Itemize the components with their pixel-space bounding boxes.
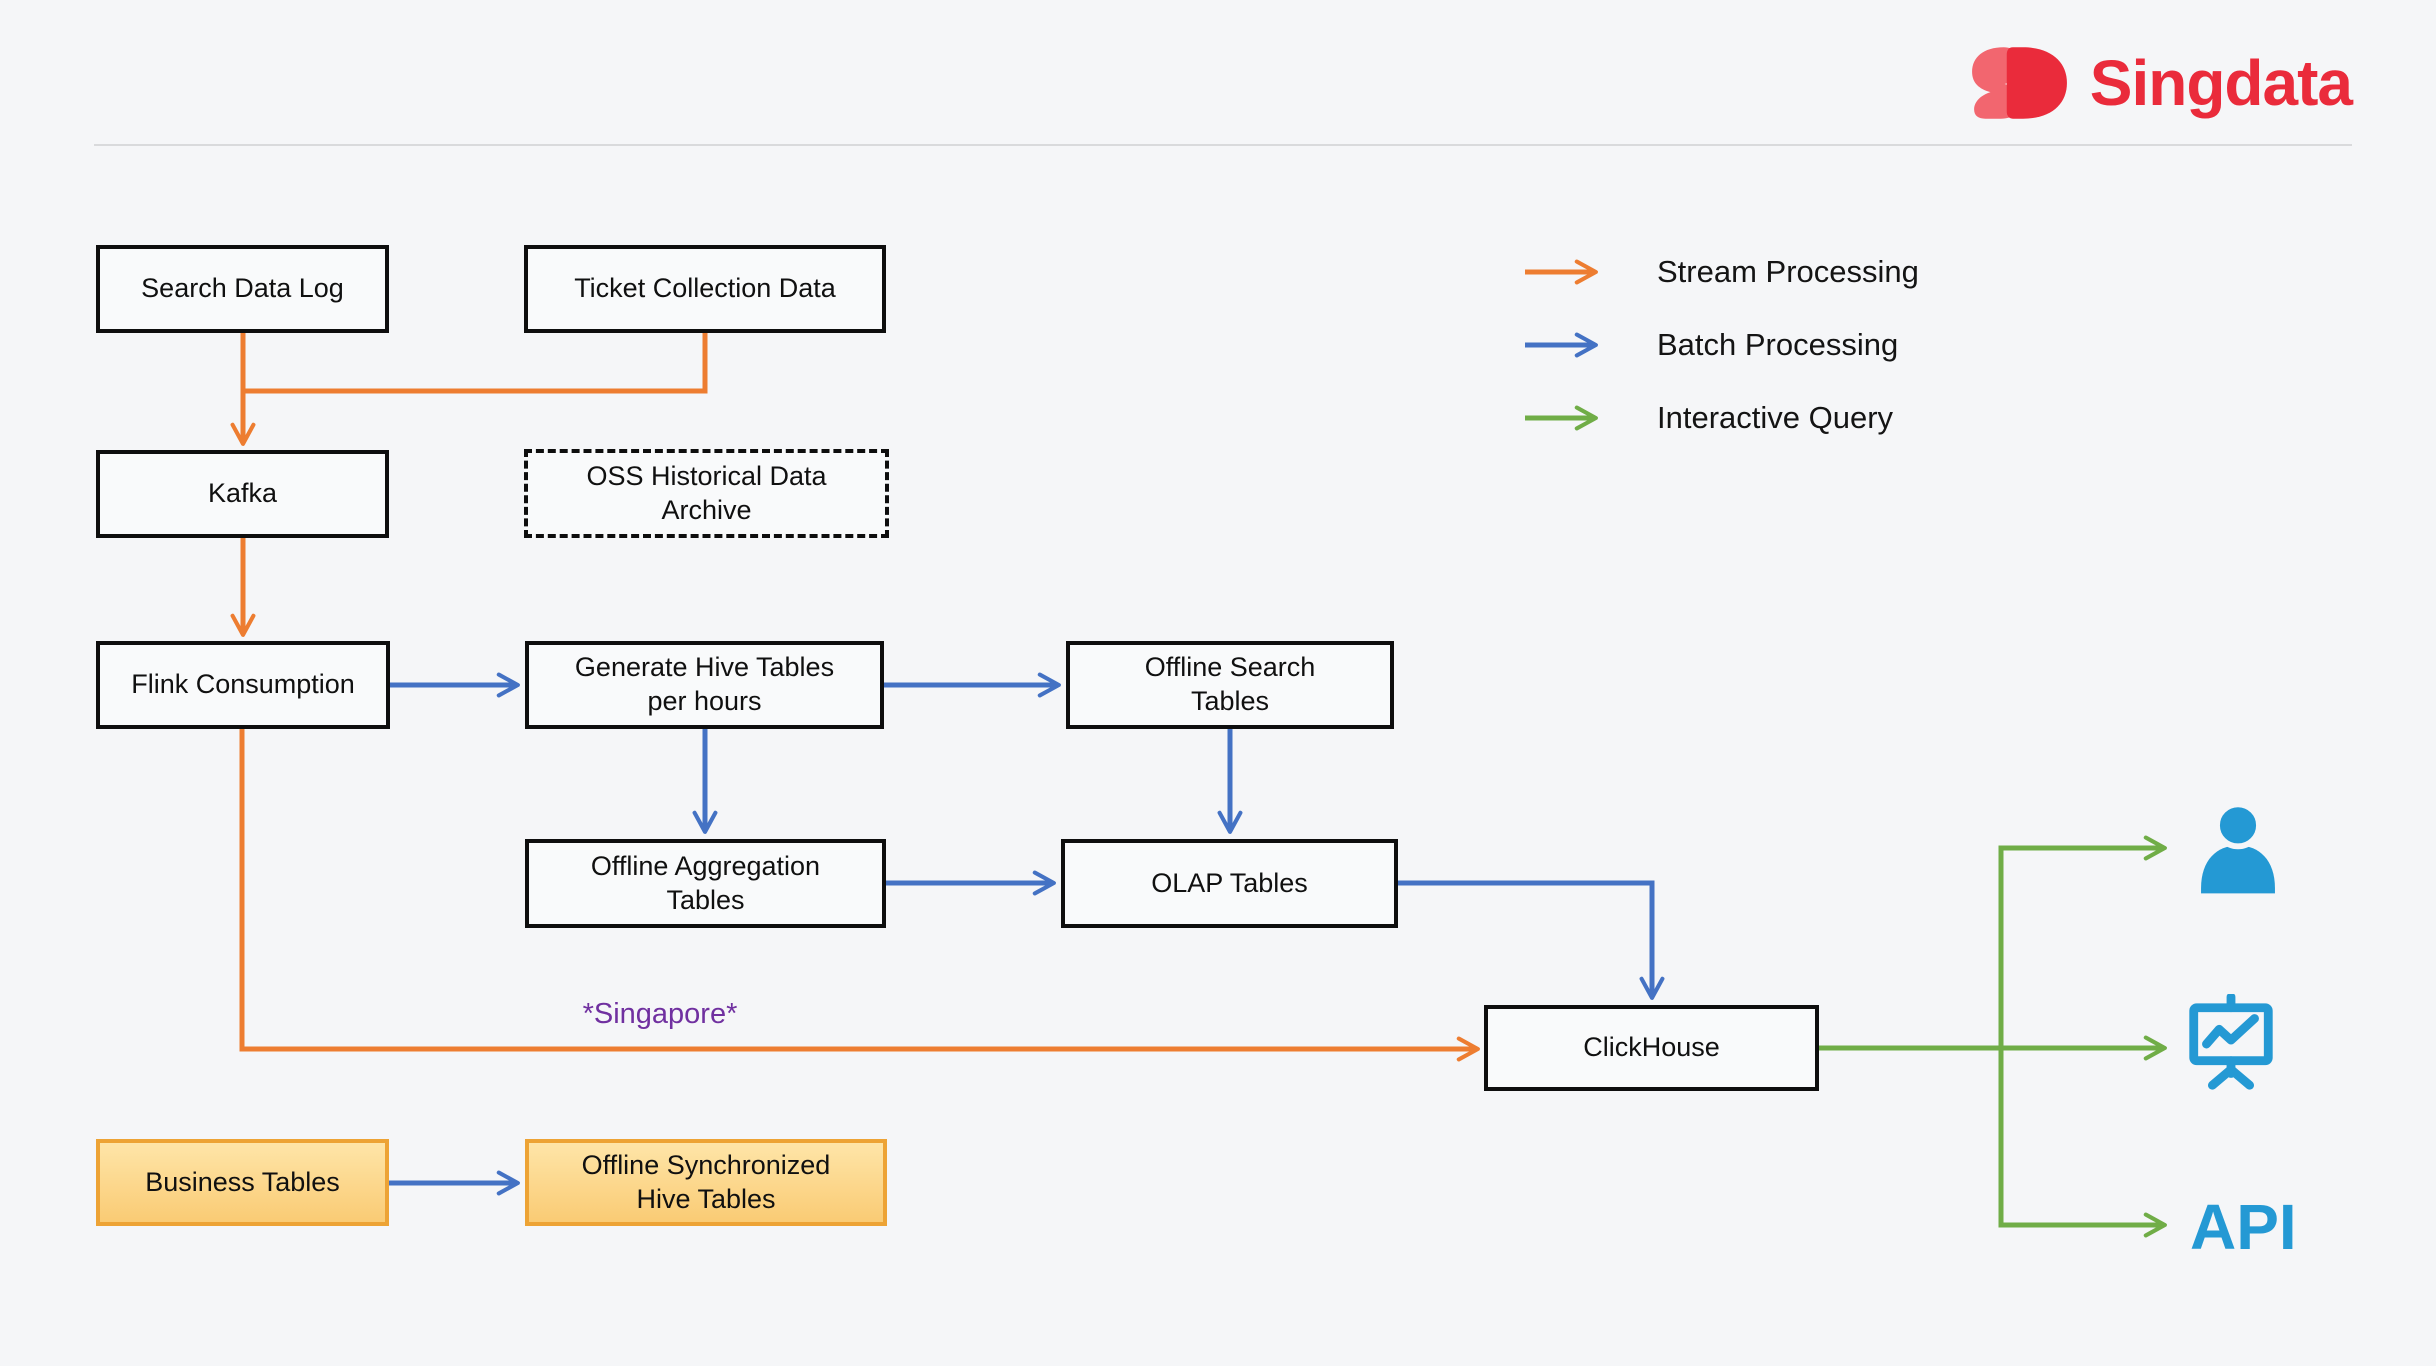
legend-item-stream: Stream Processing — [1521, 245, 1919, 299]
node-kafka: Kafka — [96, 450, 389, 538]
legend-item-interactive: Interactive Query — [1521, 391, 1919, 445]
header-divider — [94, 144, 2352, 146]
node-clickhouse: ClickHouse — [1484, 1005, 1819, 1091]
legend-label: Stream Processing — [1657, 254, 1919, 289]
legend-item-batch: Batch Processing — [1521, 318, 1919, 372]
annotation-singapore: *Singapore* — [582, 998, 738, 1030]
node-search-data-log: Search Data Log — [96, 245, 389, 333]
user-person-icon — [2201, 802, 2275, 894]
node-ticket-collection-data: Ticket Collection Data — [524, 245, 886, 333]
node-offline-synchronized-hive-tables: Offline Synchronized Hive Tables — [525, 1139, 887, 1226]
presentation-chart-icon — [2189, 994, 2273, 1090]
singdata-logo-text: Singdata — [2089, 47, 2353, 119]
node-oss-historical-data-archive: OSS Historical Data Archive — [524, 449, 889, 538]
node-flink-consumption: Flink Consumption — [96, 641, 390, 729]
singdata-logo-mark — [1971, 47, 2067, 119]
stream-arrow-icon — [1521, 258, 1613, 286]
node-offline-search-tables: Offline Search Tables — [1066, 641, 1394, 729]
node-offline-aggregation-tables: Offline Aggregation Tables — [525, 839, 886, 928]
legend: Stream Processing Batch Processing Inter… — [1521, 245, 1919, 464]
node-olap-tables: OLAP Tables — [1061, 839, 1398, 928]
api-output-label: API — [2190, 1191, 2297, 1263]
interactive-arrow-icon — [1521, 404, 1613, 432]
batch-arrow-icon — [1521, 331, 1613, 359]
legend-label: Batch Processing — [1657, 327, 1899, 362]
singdata-logo: Singdata — [1968, 44, 2353, 122]
node-business-tables: Business Tables — [96, 1139, 389, 1226]
node-generate-hive-tables: Generate Hive Tables per hours — [525, 641, 884, 729]
legend-label: Interactive Query — [1657, 400, 1894, 435]
